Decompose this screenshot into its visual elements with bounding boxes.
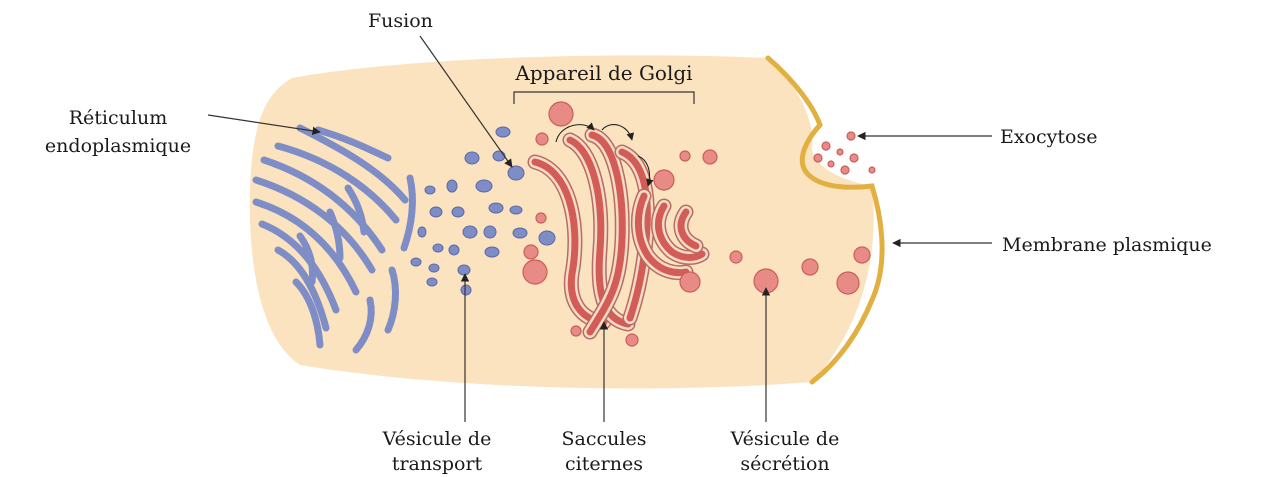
transport-label-line1: Vésicule de: [382, 428, 492, 450]
secretion-label-line1: Vésicule de: [730, 428, 840, 450]
saccules-label-line2: citernes: [565, 453, 643, 475]
transport-label-line2: transport: [392, 453, 483, 475]
membrane-label: Membrane plasmique: [1002, 234, 1212, 256]
reticulum-label-line1: Réticulum: [69, 107, 167, 129]
golgi-label: Appareil de Golgi: [514, 61, 692, 85]
fusion-label: Fusion: [368, 10, 433, 32]
reticulum-label-line2: endoplasmique: [45, 135, 191, 157]
saccules-label-line1: Saccules: [562, 428, 647, 450]
secretion-label-line2: sécrétion: [740, 453, 829, 475]
exocytose-label: Exocytose: [1000, 126, 1097, 148]
